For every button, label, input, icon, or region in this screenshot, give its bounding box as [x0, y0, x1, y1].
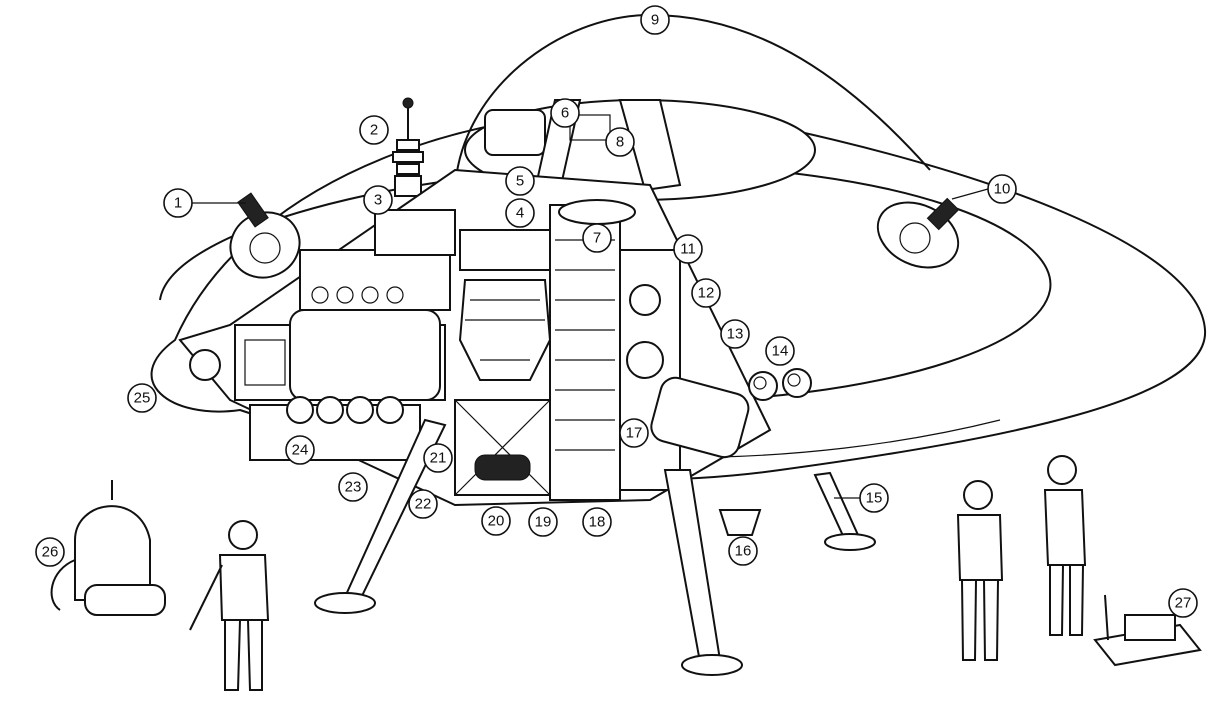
callout-25: 25: [127, 383, 157, 413]
callout-9: 9: [640, 5, 670, 35]
cutaway-section: [178, 168, 772, 507]
svg-text:16: 16: [735, 543, 752, 560]
svg-text:17: 17: [626, 425, 643, 442]
pod-vehicle: [50, 480, 166, 616]
svg-text:14: 14: [772, 343, 789, 360]
callout-14: 14: [765, 336, 795, 366]
svg-text:4: 4: [516, 205, 524, 222]
svg-text:1: 1: [174, 195, 182, 212]
callout-22: 22: [408, 489, 438, 519]
callout-23: 23: [338, 472, 368, 502]
svg-text:2: 2: [370, 122, 378, 139]
svg-text:23: 23: [345, 479, 362, 496]
callout-26: 26: [35, 537, 65, 567]
callout-21: 21: [423, 443, 453, 473]
callout-4: 4: [505, 198, 535, 228]
svg-text:5: 5: [516, 173, 524, 190]
svg-text:19: 19: [535, 514, 552, 531]
svg-text:11: 11: [680, 241, 696, 258]
callout-10: 10: [951, 174, 1017, 204]
callout-15: 15: [834, 483, 889, 513]
callout-20: 20: [481, 506, 511, 536]
callout-1: 1: [163, 188, 246, 218]
svg-text:12: 12: [698, 285, 715, 302]
svg-text:24: 24: [292, 442, 309, 459]
callout-24: 24: [285, 435, 315, 465]
ground-rover: [1093, 594, 1202, 667]
figure-left: [189, 520, 270, 691]
svg-text:27: 27: [1175, 595, 1192, 612]
antenna: [392, 97, 424, 197]
svg-text:10: 10: [994, 181, 1011, 198]
svg-text:18: 18: [589, 514, 606, 531]
callout-13: 13: [720, 319, 750, 349]
figure-right: [1043, 455, 1087, 636]
callout-8: 8: [605, 127, 635, 157]
callout-19: 19: [528, 507, 558, 537]
landing-legs: [314, 418, 876, 676]
svg-text:26: 26: [42, 544, 59, 561]
figure-middle: [956, 480, 1004, 661]
callout-5: 5: [505, 166, 535, 196]
svg-text:20: 20: [488, 513, 505, 530]
callout-17: 17: [619, 418, 649, 448]
hatch-left: [229, 192, 301, 279]
svg-text:9: 9: [651, 12, 659, 29]
svg-text:7: 7: [593, 230, 601, 247]
svg-text:22: 22: [415, 496, 432, 513]
callout-11: 11: [673, 234, 703, 264]
nose-pod: [189, 349, 221, 381]
hatch-right: [876, 197, 960, 269]
callout-16: 16: [728, 536, 758, 566]
callout-6: 6: [550, 98, 580, 128]
svg-text:21: 21: [430, 450, 447, 467]
portholes: [748, 368, 812, 401]
svg-text:3: 3: [374, 192, 382, 209]
svg-text:6: 6: [561, 105, 569, 122]
callout-7: 7: [582, 223, 612, 253]
callout-12: 12: [691, 278, 721, 308]
svg-text:25: 25: [134, 390, 151, 407]
callout-2: 2: [359, 115, 389, 145]
callout-3: 3: [363, 185, 393, 215]
callout-27: 27: [1168, 588, 1198, 618]
svg-text:8: 8: [616, 134, 624, 151]
svg-text:13: 13: [727, 326, 744, 343]
svg-text:15: 15: [866, 490, 883, 507]
callout-18: 18: [582, 507, 612, 537]
